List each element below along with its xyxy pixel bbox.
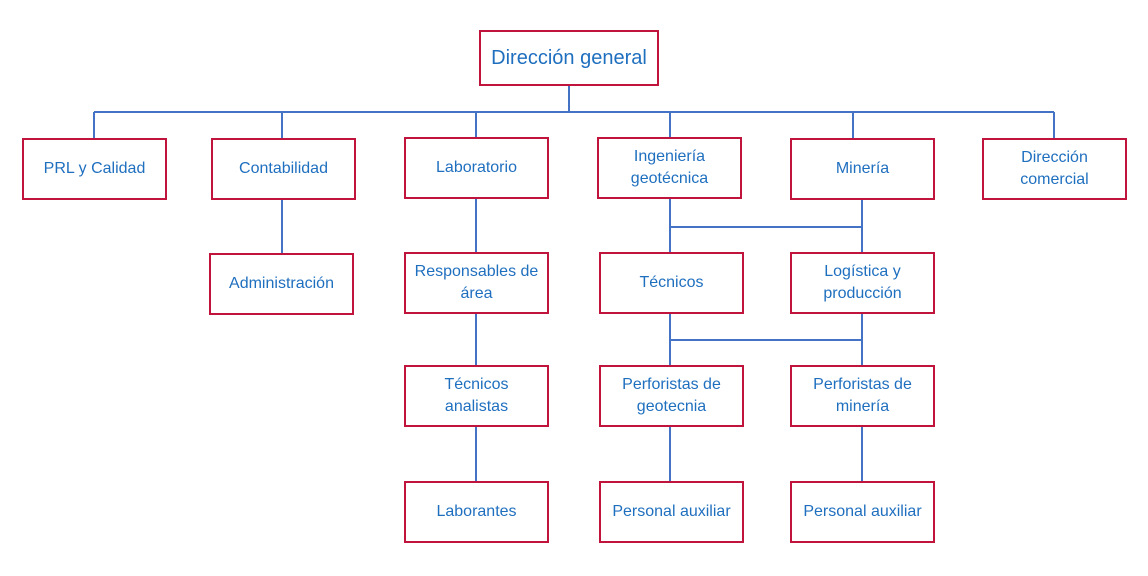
- node-laborantes: Laborantes: [404, 481, 549, 543]
- node-perforistas-mineria: Perforistas de minería: [790, 365, 935, 427]
- node-direccion-comercial: Dirección comercial: [982, 138, 1127, 200]
- node-logistica-produccion: Logística y producción: [790, 252, 935, 314]
- node-tecnicos-analistas: Técnicos analistas: [404, 365, 549, 427]
- node-responsables-area: Responsables de área: [404, 252, 549, 314]
- node-administracion: Administración: [209, 253, 354, 315]
- node-laboratorio: Laboratorio: [404, 137, 549, 199]
- node-tecnicos: Técnicos: [599, 252, 744, 314]
- node-direccion-general: Dirección general: [479, 30, 659, 86]
- node-personal-auxiliar-mineria: Personal auxiliar: [790, 481, 935, 543]
- node-contabilidad: Contabilidad: [211, 138, 356, 200]
- node-prl-calidad: PRL y Calidad: [22, 138, 167, 200]
- node-perforistas-geotecnia: Perforistas de geotecnia: [599, 365, 744, 427]
- node-personal-auxiliar-geotecnia: Personal auxiliar: [599, 481, 744, 543]
- node-ingenieria-geotecnica: Ingeniería geotécnica: [597, 137, 742, 199]
- node-mineria: Minería: [790, 138, 935, 200]
